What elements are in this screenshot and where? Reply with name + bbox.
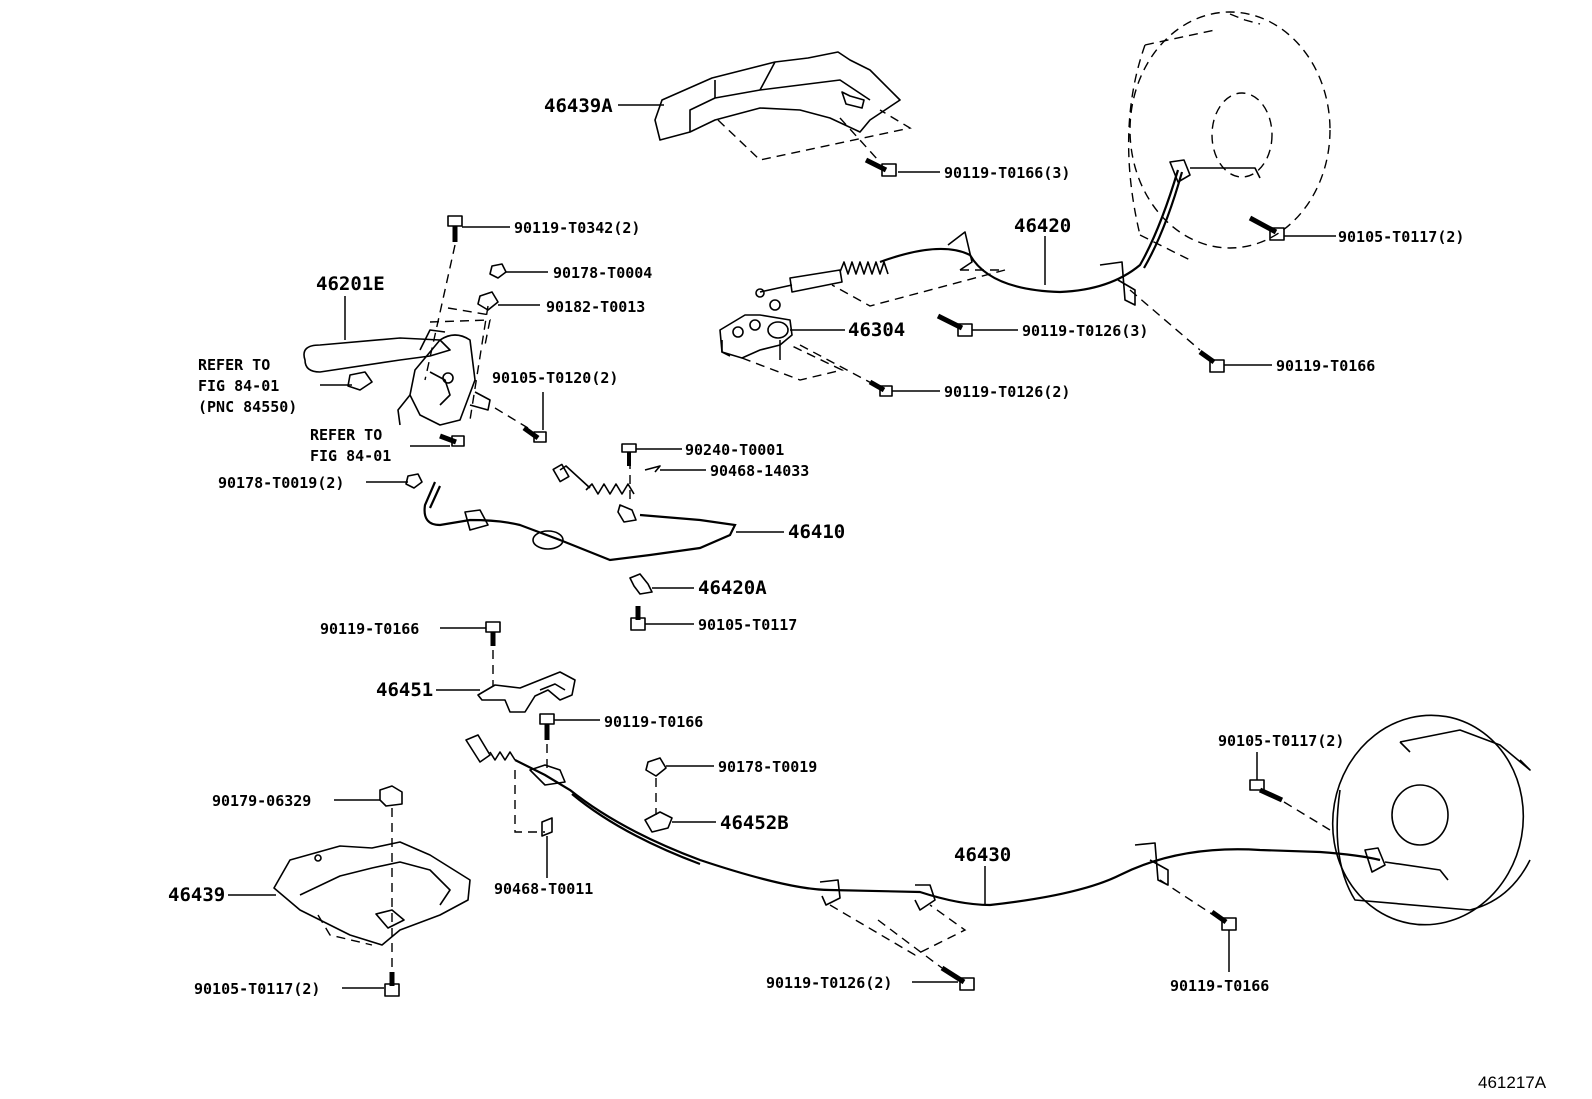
clamp-46452b <box>644 811 673 833</box>
label-90119-t0166-3: 90119-T0166(3) <box>944 164 1070 182</box>
leader-dash <box>429 307 491 346</box>
brake-backing-plate-bottom <box>1331 714 1531 926</box>
leader-dash <box>1283 801 1331 831</box>
bolt-icon <box>1248 215 1285 241</box>
bolt-icon <box>621 443 637 466</box>
bolt-icon <box>384 972 400 997</box>
label-refer-pnc-1: (PNC 84550) <box>198 398 297 416</box>
leader-dash <box>741 344 845 381</box>
label-90119-t0166-low: 90119-T0166 <box>604 713 703 731</box>
leader-dash <box>1159 879 1219 919</box>
leader-dash <box>831 269 1006 307</box>
label-90119-t0166-right: 90119-T0166 <box>1276 357 1375 375</box>
label-90468-14033: 90468-14033 <box>710 462 809 480</box>
label-90119-t0166-mid: 90119-T0166 <box>320 620 419 638</box>
figure-code: 461217A <box>1478 1073 1547 1092</box>
label-90179-06329: 90179-06329 <box>212 792 311 810</box>
label-90119-t0166-bottom: 90119-T0166 <box>1170 977 1269 995</box>
bolt-icon <box>868 379 893 397</box>
label-90240-t0001: 90240-T0001 <box>685 441 784 459</box>
parking-brake-cable-46420 <box>755 159 1261 306</box>
leader-dash <box>317 914 373 946</box>
label-90119-t0126-3: 90119-T0126(3) <box>1022 322 1148 340</box>
bolt-icon <box>485 621 501 646</box>
heat-insulator-46439 <box>273 841 471 946</box>
clamp-46420a <box>629 573 653 595</box>
leader-bolt-dash <box>839 117 879 161</box>
label-90105-t0117-2-bottom: 90105-T0117(2) <box>194 980 320 998</box>
label-46452b: 46452B <box>720 812 789 834</box>
bracket-46451 <box>477 671 576 713</box>
label-refer-fig-2: FIG 84-01 <box>310 447 391 465</box>
label-90105-t0117-2-right: 90105-T0117(2) <box>1218 732 1344 750</box>
nut-icon <box>405 473 423 489</box>
equalizer-46304 <box>719 299 793 360</box>
label-90119-t0126-2-top: 90119-T0126(2) <box>944 383 1070 401</box>
label-90178-t0004: 90178-T0004 <box>553 264 652 282</box>
label-46201e: 46201E <box>316 273 385 295</box>
rear-cable-46430 <box>465 734 1449 911</box>
label-46420a: 46420A <box>698 577 767 599</box>
label-90468-t0011: 90468-T0011 <box>494 880 593 898</box>
leader-dash <box>494 407 529 429</box>
leader-dash <box>829 904 967 956</box>
clip-icon <box>541 817 553 837</box>
leader-dash <box>514 770 545 833</box>
bolt-icon <box>439 433 465 447</box>
label-90178-t0019-2: 90178-T0019(2) <box>218 474 344 492</box>
nut-clip-icon <box>379 785 403 807</box>
bolt-icon <box>936 313 973 337</box>
label-46439: 46439 <box>168 884 225 906</box>
label-refer-fig-1: FIG 84-01 <box>198 377 279 395</box>
leader-dash <box>424 244 456 381</box>
bolt-icon <box>447 215 463 242</box>
bolt-icon <box>940 965 975 991</box>
front-cable-46410 <box>423 463 737 562</box>
bolt-icon <box>630 606 646 631</box>
bolt-icon <box>539 713 555 740</box>
parking-brake-lever-46201e <box>303 329 491 426</box>
leader-dash <box>1129 289 1201 351</box>
leader-dash <box>799 344 876 386</box>
label-refer-to-2: REFER TO <box>310 426 382 444</box>
label-90105-t0117-2-top: 90105-T0117(2) <box>1338 228 1464 246</box>
leader-46439a-dashed <box>717 109 912 161</box>
bolt-icon <box>1210 909 1237 931</box>
bolt-icon <box>522 425 547 443</box>
nut-icon <box>489 263 507 279</box>
bolt-icon <box>864 157 897 177</box>
bolt-icon <box>1198 349 1225 373</box>
heat-insulator-46439a <box>654 51 901 141</box>
nut-icon <box>645 757 667 777</box>
bolt-icon <box>1249 779 1284 803</box>
brake-backing-plate-top <box>1127 11 1331 261</box>
label-90105-t0120-2: 90105-T0120(2) <box>492 369 618 387</box>
label-46420: 46420 <box>1014 215 1071 237</box>
label-90182-t0013: 90182-T0013 <box>546 298 645 316</box>
label-46304: 46304 <box>848 319 905 341</box>
label-46410: 46410 <box>788 521 845 543</box>
clip-icon <box>644 465 661 473</box>
label-46430: 46430 <box>954 844 1011 866</box>
label-90119-t0126-2-bottom: 90119-T0126(2) <box>766 974 892 992</box>
label-46451: 46451 <box>376 679 433 701</box>
leader-dash <box>877 919 943 969</box>
label-90119-t0342-2: 90119-T0342(2) <box>514 219 640 237</box>
label-46439a: 46439A <box>544 95 613 117</box>
nut-icon <box>477 291 499 311</box>
label-90105-t0117-mid: 90105-T0117 <box>698 616 797 634</box>
leader-dash <box>469 305 489 421</box>
label-90178-t0019: 90178-T0019 <box>718 758 817 776</box>
label-refer-to-1: REFER TO <box>198 356 270 374</box>
